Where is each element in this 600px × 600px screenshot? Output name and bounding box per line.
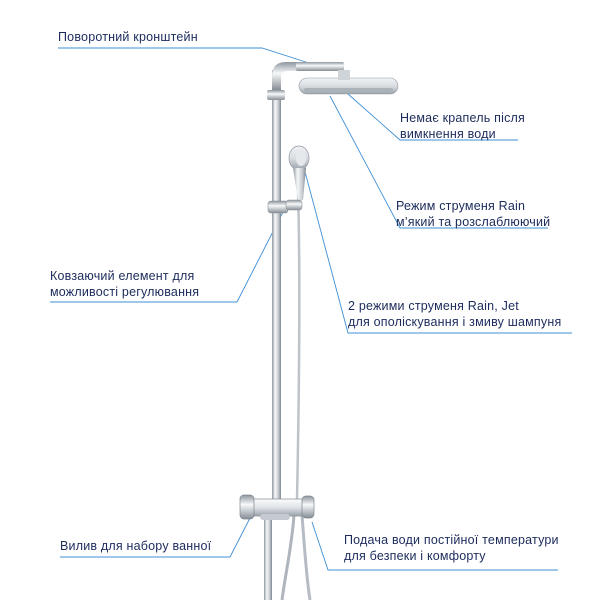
rail-collar <box>267 90 285 100</box>
label-hand-shower-modes: 2 режими струменя Rain, Jet для ополіску… <box>348 299 562 329</box>
hand-shower-hose <box>295 189 301 501</box>
bath-spout <box>260 514 290 520</box>
leader-lines <box>50 47 572 571</box>
hose <box>300 514 312 600</box>
leader-line-hand-shower <box>303 167 572 334</box>
supply-pipe <box>264 515 272 600</box>
shower-arm <box>296 62 344 71</box>
label-slider: Ковзаючий елемент для можливості регулюв… <box>50 269 200 299</box>
leader-line-rain-mode <box>329 95 548 229</box>
head-shower-mount <box>338 70 350 80</box>
shower-column <box>239 62 399 600</box>
label-bath-spout: Вилив для набору ванної <box>60 539 212 553</box>
slider-body <box>267 200 289 214</box>
flow-knob <box>301 495 315 519</box>
leader-line-bath-spout <box>60 517 251 558</box>
shower-arm-elbow <box>272 62 300 90</box>
label-swivel-bracket: Поворотний кронштейн <box>58 30 198 44</box>
head-shower-face <box>304 88 393 92</box>
leader-line-slider <box>50 211 284 303</box>
leader-line-thermostat <box>311 521 558 571</box>
hand-shower <box>288 145 310 200</box>
slider-clip <box>285 199 303 211</box>
vertical-rail <box>272 70 281 500</box>
hand-shower-handle <box>293 168 306 200</box>
sliding-holder <box>267 199 303 214</box>
leader-line-swivel-bracket <box>58 47 313 65</box>
temperature-knob <box>239 494 255 520</box>
mixer-body <box>246 498 310 517</box>
label-no-drops: Немає крапель після вимкнення води <box>400 111 525 141</box>
hand-shower-face <box>296 150 306 166</box>
hose <box>280 514 296 600</box>
leader-line-no-drops <box>347 93 518 141</box>
thermostat-mixer <box>239 494 315 520</box>
label-rain-mode: Режим струменя Rain м’який та розслаблюю… <box>396 199 551 229</box>
label-thermostat: Подача води постійної температури для бе… <box>344 533 559 563</box>
